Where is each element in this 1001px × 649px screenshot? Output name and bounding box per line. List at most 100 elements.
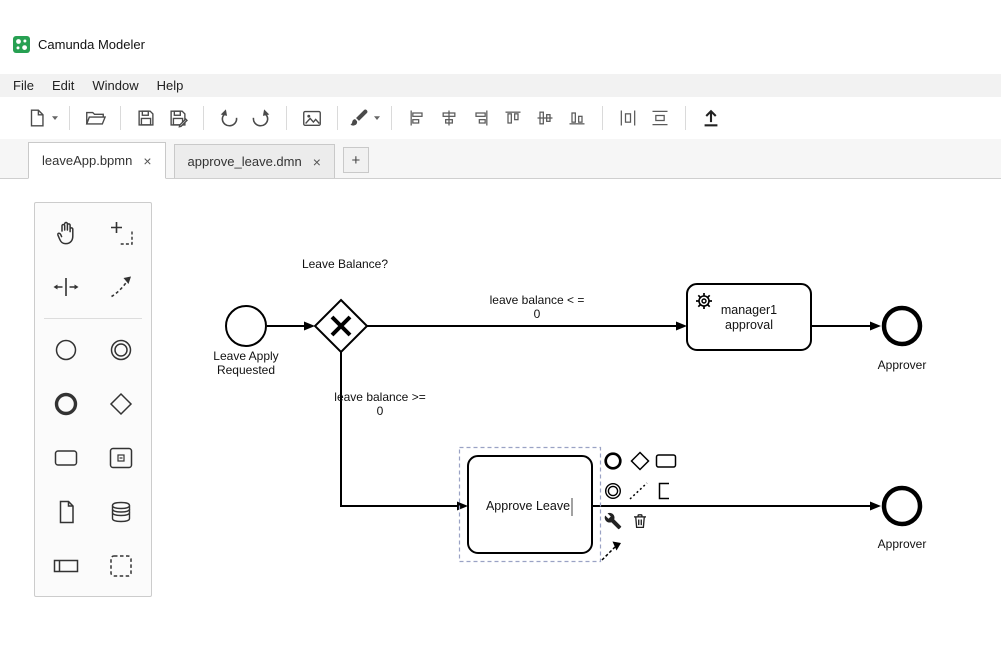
align-center-button[interactable] xyxy=(434,104,464,132)
end-event-top[interactable]: Approver xyxy=(878,305,927,372)
flow-user-task-to-end[interactable] xyxy=(593,501,881,511)
palette-create-end-event[interactable] xyxy=(38,377,93,431)
wrench-icon xyxy=(604,512,622,530)
context-pad-connect-association[interactable] xyxy=(629,482,648,500)
end-event-bottom[interactable]: Approver xyxy=(878,485,927,551)
selection-outline xyxy=(458,446,602,563)
redo-button[interactable] xyxy=(246,104,276,132)
end-event-label: Approver xyxy=(878,537,927,551)
deploy-button[interactable] xyxy=(696,104,726,132)
flow-gateway-to-user-task[interactable]: leave balance >= 0 xyxy=(334,352,468,511)
align-middle-button[interactable] xyxy=(530,104,560,132)
save-diagram-button[interactable] xyxy=(131,104,161,132)
palette-create-data-store[interactable] xyxy=(93,485,148,539)
toolbar-separator xyxy=(69,106,70,130)
palette-separator xyxy=(44,318,142,319)
context-pad-delete[interactable] xyxy=(634,514,646,529)
context-pad-text-annotation[interactable] xyxy=(658,482,670,500)
end-event-icon xyxy=(54,392,77,416)
open-folder-icon xyxy=(85,111,106,125)
window-title: Camunda Modeler xyxy=(38,36,145,52)
tab-label: leaveApp.bpmn xyxy=(42,153,133,168)
toolbar-separator xyxy=(203,106,204,130)
palette-create-gateway[interactable] xyxy=(93,377,148,431)
data-object-icon xyxy=(59,500,74,524)
flow-service-task-to-end[interactable] xyxy=(811,321,881,331)
flow-label[interactable]: 0 xyxy=(534,307,541,321)
flow-start-to-gateway[interactable] xyxy=(267,321,315,331)
save-diagram-as-button[interactable] xyxy=(163,104,193,132)
user-task-label[interactable]: Approve Leave xyxy=(486,499,570,513)
menu-help[interactable]: Help xyxy=(156,78,184,93)
gateway-icon xyxy=(109,392,132,416)
align-top-icon xyxy=(505,111,521,124)
image-icon xyxy=(303,110,321,127)
palette-hand-tool[interactable] xyxy=(38,206,93,260)
palette-create-start-event[interactable] xyxy=(38,323,93,377)
flow-gateway-to-service-task[interactable]: leave balance < = 0 xyxy=(367,293,687,331)
context-pad-change-type[interactable] xyxy=(604,512,622,530)
end-event-label: Approver xyxy=(878,358,927,372)
flow-label[interactable]: leave balance < = xyxy=(490,293,585,307)
align-left-button[interactable] xyxy=(402,104,432,132)
align-bottom-button[interactable] xyxy=(562,104,592,132)
tab-approve-leave-dmn[interactable]: approve_leave.dmn × xyxy=(173,144,335,178)
connect-tool-icon xyxy=(110,276,131,298)
context-pad-append-intermediate-event[interactable] xyxy=(605,483,622,500)
align-middle-icon xyxy=(537,111,553,125)
gateway-label[interactable]: Leave Balance? xyxy=(302,257,388,271)
distribute-vertically-button[interactable] xyxy=(645,104,675,132)
palette-create-data-object[interactable] xyxy=(38,485,93,539)
palette-global-connect-tool[interactable] xyxy=(93,260,148,314)
subprocess-icon xyxy=(109,447,132,469)
palette-create-subprocess[interactable] xyxy=(93,431,148,485)
palette-lasso-tool[interactable] xyxy=(93,206,148,260)
deploy-upload-icon xyxy=(704,109,718,127)
toolbar-separator xyxy=(337,106,338,130)
align-right-button[interactable] xyxy=(466,104,496,132)
undo-button[interactable] xyxy=(214,104,244,132)
palette-create-group[interactable] xyxy=(93,539,148,593)
start-event-label: Requested xyxy=(217,363,275,377)
new-diagram-button[interactable] xyxy=(26,104,59,132)
data-store-icon xyxy=(111,501,130,523)
tab-bar: leaveApp.bpmn × approve_leave.dmn × + xyxy=(0,139,1001,179)
main-toolbar xyxy=(0,97,1001,139)
new-tab-button[interactable]: + xyxy=(342,147,369,173)
participant-pool-icon xyxy=(53,559,78,573)
palette-create-intermediate-event[interactable] xyxy=(93,323,148,377)
distribute-horizontally-button[interactable] xyxy=(613,104,643,132)
tab-close-icon[interactable]: × xyxy=(312,153,321,170)
start-event-label: Leave Apply xyxy=(213,349,278,363)
align-top-button[interactable] xyxy=(498,104,528,132)
service-task-manager1-approval[interactable]: manager1 approval xyxy=(686,283,812,351)
context-pad-connect-flow[interactable] xyxy=(601,541,621,561)
palette-create-task[interactable] xyxy=(38,431,93,485)
tab-leaveapp-bpmn[interactable]: leaveApp.bpmn × xyxy=(28,142,166,179)
context-pad-append-task[interactable] xyxy=(655,454,677,468)
palette-create-participant[interactable] xyxy=(38,539,93,593)
menu-window[interactable]: Window xyxy=(92,78,139,93)
camunda-logo-icon xyxy=(13,35,30,53)
palette-space-tool[interactable] xyxy=(38,260,93,314)
diagram-canvas[interactable]: leave balance < = 0 leave balance >= 0 L… xyxy=(0,179,1001,649)
flow-label[interactable]: leave balance >= xyxy=(334,390,425,404)
export-image-button[interactable] xyxy=(297,104,327,132)
save-icon xyxy=(138,110,154,126)
menu-file[interactable]: File xyxy=(13,78,34,93)
arrowhead xyxy=(304,321,315,331)
brush-icon xyxy=(350,109,368,126)
context-pad-append-gateway[interactable] xyxy=(630,451,650,471)
flow-label[interactable]: 0 xyxy=(377,404,384,418)
tab-label: approve_leave.dmn xyxy=(187,154,302,169)
tab-close-icon[interactable]: × xyxy=(143,152,152,169)
start-event[interactable]: Leave Apply Requested xyxy=(213,305,279,377)
menu-edit[interactable]: Edit xyxy=(51,78,75,93)
open-diagram-button[interactable] xyxy=(80,104,110,132)
user-task-approve-leave[interactable]: Approve Leave xyxy=(467,455,593,554)
exclusive-gateway[interactable]: Leave Balance? xyxy=(302,257,388,354)
context-pad-append-end-event[interactable] xyxy=(604,452,622,470)
align-bottom-icon xyxy=(569,112,585,125)
format-painter-button[interactable] xyxy=(348,104,381,132)
